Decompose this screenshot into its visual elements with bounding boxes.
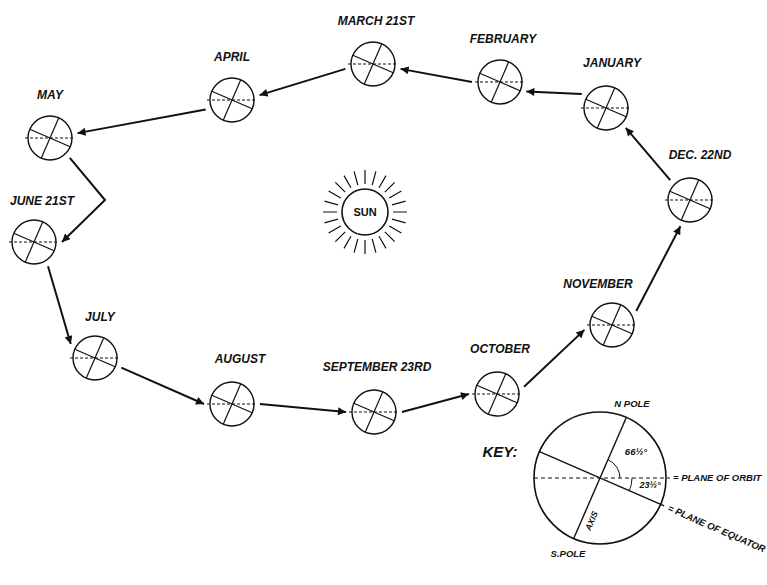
earth-globe: MAY — [27, 115, 73, 161]
key-title: KEY: — [482, 444, 517, 461]
angle-label: 66½° — [625, 447, 647, 457]
globe-shape — [589, 302, 635, 348]
month-label: MAY — [37, 89, 63, 102]
globe-shape — [351, 389, 397, 435]
month-label: FEBRUARY — [470, 33, 536, 46]
key-entry: = PLANE OF EQUATOR — [666, 503, 767, 555]
earth-globe: JUNE 21ST — [11, 219, 57, 265]
earth-globe: FEBRUARY — [477, 59, 523, 105]
globe-shape — [72, 335, 118, 381]
equator-line — [540, 452, 665, 506]
globe-shape — [477, 59, 523, 105]
sun-label: SUN — [353, 206, 376, 218]
angle-arc — [608, 460, 620, 478]
earth-globe: DEC. 22ND — [667, 177, 713, 223]
month-label: SEPTEMBER 23RD — [323, 361, 432, 374]
globe-shape — [11, 219, 57, 265]
month-label: JUNE 21ST — [10, 195, 74, 208]
sun-circle: SUN — [341, 188, 389, 236]
month-label: AUGUST — [215, 353, 266, 366]
month-label: OCTOBER — [470, 343, 530, 356]
month-label: DEC. 22ND — [669, 149, 732, 162]
orbit-arrow — [78, 110, 206, 134]
orbit-arrow — [401, 69, 472, 82]
earth-globe: JANUARY — [583, 85, 629, 131]
orbit-line — [534, 477, 670, 478]
globe-shape — [583, 85, 629, 131]
month-label: MARCH 21ST — [338, 15, 415, 28]
orbit-arrow — [402, 394, 469, 412]
earth-globe: APRIL — [209, 77, 255, 123]
globe-shape — [350, 41, 396, 87]
earth-globe: AUGUST — [209, 381, 255, 427]
earth-globe: NOVEMBER — [589, 302, 635, 348]
key-entry: = PLANE OF ORBIT — [673, 473, 761, 483]
key-globe — [534, 412, 670, 544]
angle-arc — [629, 478, 632, 491]
month-label: APRIL — [214, 51, 250, 64]
angle-label: 23½° — [639, 481, 660, 491]
orbit-arrow — [524, 330, 584, 387]
orbit-arrow — [48, 266, 71, 344]
orbit-arrow — [526, 92, 581, 94]
pole-label: N POLE — [614, 399, 649, 409]
earth-globe: OCTOBER — [474, 371, 520, 417]
orbit-arrow — [260, 69, 346, 95]
orbit-arrow — [260, 404, 346, 412]
globe-shape — [474, 371, 520, 417]
globe-shape — [209, 381, 255, 427]
orbit-arrow — [636, 226, 680, 311]
pole-label: S.POLE — [551, 549, 586, 559]
month-label: JANUARY — [583, 57, 641, 70]
globe-shape — [667, 177, 713, 223]
globe-shape — [27, 115, 73, 161]
axis-label: AXIS — [584, 510, 600, 532]
earth-globe: MARCH 21ST — [350, 41, 396, 87]
sun-rays — [323, 170, 407, 254]
month-label: JULY — [85, 311, 115, 324]
orbit-arrow — [626, 128, 670, 180]
earth-globe: SEPTEMBER 23RD — [351, 389, 397, 435]
orbit-arrow — [121, 368, 204, 404]
globe-shape — [209, 77, 255, 123]
earth-globe: JULY — [72, 335, 118, 381]
month-label: NOVEMBER — [563, 278, 632, 291]
